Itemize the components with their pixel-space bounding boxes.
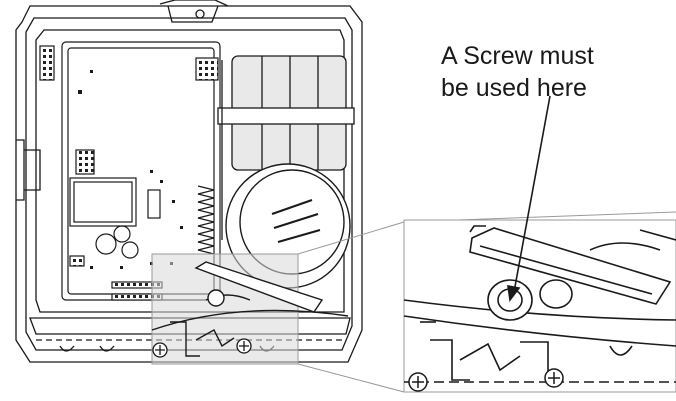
screw-icon — [152, 338, 252, 358]
circuit-board — [39, 41, 221, 301]
spring-icon — [197, 185, 215, 255]
latch-arm — [151, 261, 349, 357]
screw-icon — [408, 368, 564, 392]
callout-line-2: be used here — [441, 74, 587, 102]
battery-pack-icon — [217, 55, 355, 240]
callout-arrow — [507, 95, 551, 303]
callout-line-1: A Screw must — [441, 42, 594, 70]
zoom-detail-drawing — [403, 225, 676, 383]
callout-text: A Screw must be used here — [441, 40, 671, 104]
